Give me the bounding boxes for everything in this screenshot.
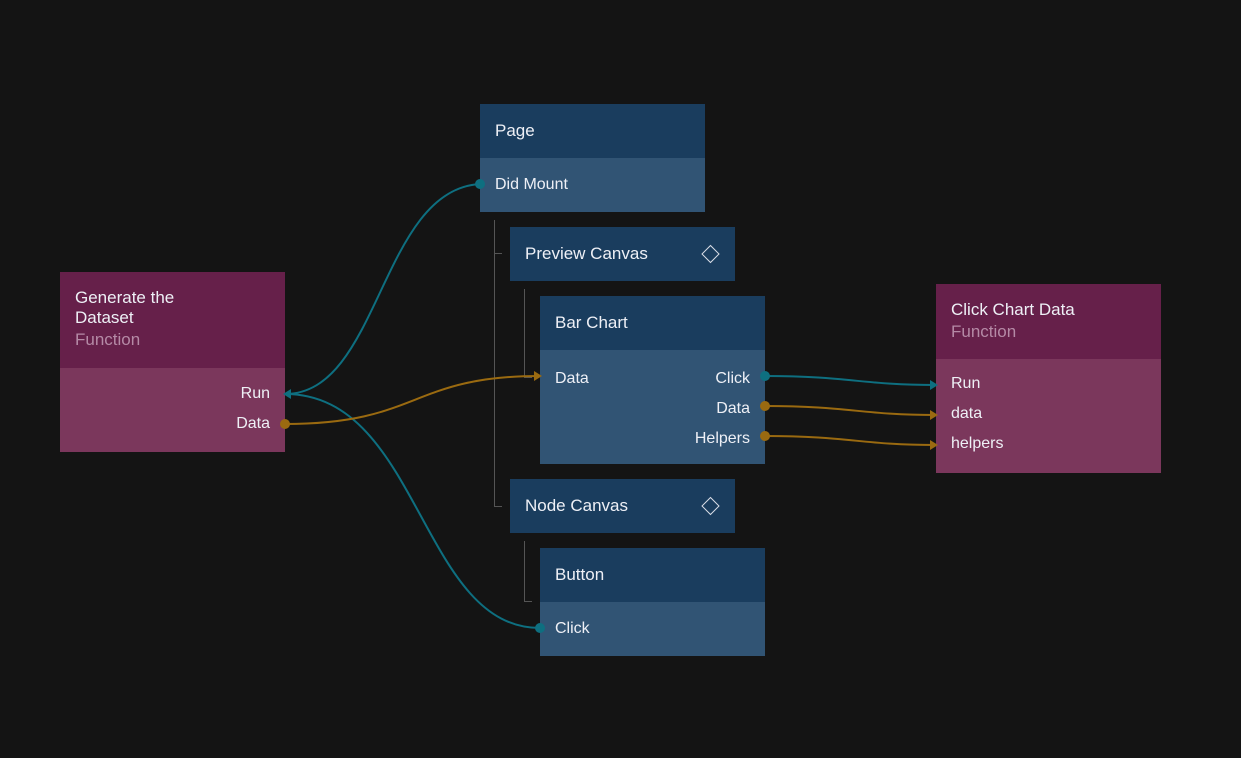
node-title: Click Chart Data (951, 300, 1075, 319)
arrow-click-chart-run (930, 380, 938, 390)
node-header[interactable]: Node Canvas (510, 479, 735, 533)
port-data-in[interactable]: Data (555, 370, 589, 387)
port-run[interactable]: Run (951, 375, 981, 392)
node-header[interactable]: Click Chart Data Function (936, 284, 1161, 359)
page-node[interactable]: Page Did Mount (480, 104, 705, 212)
port-dot-bar-chart-data[interactable] (760, 401, 770, 411)
port-dot-bar-chart-helpers[interactable] (760, 431, 770, 441)
node-header[interactable]: Generate the Dataset Function (60, 272, 285, 368)
node-header[interactable]: Page (480, 104, 705, 158)
port-helpers[interactable]: helpers (951, 435, 1004, 452)
port-dot-page-did-mount[interactable] (475, 179, 485, 189)
port-dot-bar-chart-click[interactable] (760, 371, 770, 381)
preview-canvas-node[interactable]: Preview Canvas (510, 227, 735, 281)
node-title: Button (555, 565, 605, 584)
port-run[interactable]: Run (240, 385, 270, 402)
node-header[interactable]: Preview Canvas (510, 227, 735, 281)
tree-line-node-canvas (524, 541, 525, 601)
port-data-out[interactable]: Data (716, 400, 750, 417)
node-title: Bar Chart (555, 313, 628, 332)
node-header[interactable]: Bar Chart (540, 296, 765, 350)
wire-bar-chart-click-to-click-chart-run[interactable] (764, 375, 937, 386)
node-subtitle: Function (75, 330, 141, 349)
tree-line-page (494, 220, 495, 506)
port-click[interactable]: Click (715, 370, 750, 387)
node-canvas-node[interactable]: Node Canvas (510, 479, 735, 533)
node-body: Run data helpers (936, 359, 1161, 473)
generate-dataset-node[interactable]: Generate the Dataset Function Run Data (60, 272, 285, 452)
arrow-click-chart-data (930, 410, 938, 420)
wire-bar-chart-data-to-click-chart-data[interactable] (764, 405, 937, 416)
node-subtitle: Function (951, 322, 1017, 341)
node-body: Did Mount (480, 158, 705, 212)
tree-branch-node-canvas (494, 506, 502, 507)
wire-bar-chart-helpers-to-click-chart-helpers[interactable] (764, 435, 937, 446)
node-title: Page (495, 121, 535, 140)
tree-line-preview (524, 289, 525, 377)
button-node[interactable]: Button Click (540, 548, 765, 656)
node-title: Node Canvas (525, 496, 629, 515)
wire-generate-data-to-bar-chart-data[interactable] (284, 375, 541, 425)
port-did-mount[interactable]: Did Mount (495, 176, 568, 193)
tree-branch-button (524, 601, 532, 602)
node-title: Generate the Dataset (75, 288, 175, 327)
click-chart-data-node[interactable]: Click Chart Data Function Run data helpe… (936, 284, 1161, 473)
port-data[interactable]: data (951, 405, 983, 422)
wire-page-did-mount-to-generate-run[interactable] (284, 183, 481, 395)
arrow-generate-run (283, 389, 291, 399)
arrow-click-chart-helpers (930, 440, 938, 450)
tree-branch-preview (494, 253, 502, 254)
port-data[interactable]: Data (236, 415, 270, 432)
port-helpers[interactable]: Helpers (694, 430, 750, 447)
bar-chart-node[interactable]: Bar Chart Data Click Data Helpers (540, 296, 765, 464)
node-body: Data Click Data Helpers (540, 350, 765, 464)
node-title: Preview Canvas (525, 244, 648, 263)
tree-branch-bar-chart (524, 377, 532, 378)
node-body: Click (540, 602, 765, 656)
node-header[interactable]: Button (540, 548, 765, 602)
port-click[interactable]: Click (555, 620, 590, 637)
arrow-bar-chart-data (534, 371, 542, 381)
port-dot-button-click[interactable] (535, 623, 545, 633)
port-dot-generate-data[interactable] (280, 419, 290, 429)
wire-button-click-to-generate-run[interactable] (284, 393, 541, 629)
node-body: Run Data (60, 368, 285, 452)
